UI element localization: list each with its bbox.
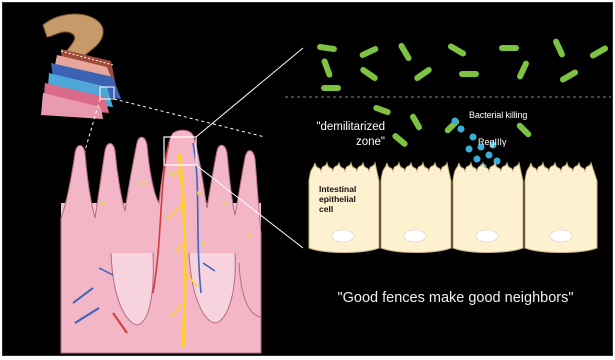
quote-caption: "Good fences make good neighbors" bbox=[303, 290, 608, 306]
bacterial-killing-label: Bacterial killing bbox=[469, 110, 527, 120]
intestinal-epithelial-cell-label: Intestinal epithelial cell bbox=[319, 184, 356, 214]
villi-tissue-illustration bbox=[61, 130, 261, 353]
luminal-bacteria bbox=[317, 38, 609, 91]
epithelial-cell bbox=[453, 163, 523, 253]
demilitarized-zone-label: "demilitarized zone" bbox=[265, 120, 385, 150]
intestine-section-illustration bbox=[41, 14, 121, 119]
epithelial-cell bbox=[381, 163, 451, 253]
epithelial-cell bbox=[525, 163, 597, 253]
regiii-gamma-label: RegIIIγ bbox=[478, 137, 507, 147]
diagram-slide: "demilitarized zone" Bacterial killing R… bbox=[2, 2, 613, 356]
